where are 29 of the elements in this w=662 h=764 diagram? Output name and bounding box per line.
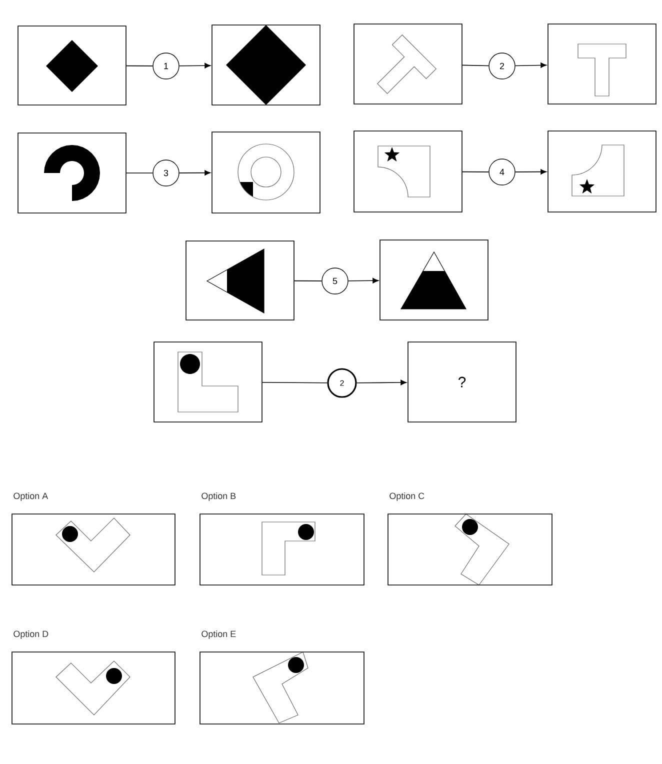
arrow [348,278,379,284]
option-label: Option B [202,492,236,501]
connector-line [262,382,328,384]
figure-panel: ? [408,342,516,422]
figure-panel [212,24,320,106]
connector-line [126,172,154,174]
figure-panel [18,26,126,106]
figure-panel [548,130,656,212]
option-label: Option A [14,492,48,501]
figure-panel [548,24,656,104]
option-label: Option E [202,630,236,639]
arrow [178,62,211,68]
connector-line [126,65,154,66]
arrow [356,380,407,386]
figure-panel [154,342,262,422]
connector-line [462,64,490,66]
figure-panel [354,130,462,212]
connector-line [294,280,322,282]
figure-panel [18,132,126,214]
arrow [514,62,547,68]
figure-panel [186,240,294,320]
figure-panel [354,24,462,104]
connector-line [462,171,490,172]
option-label: Option D [14,630,48,639]
option-label: Option C [390,492,424,501]
figure-panel [212,132,320,214]
arrow [178,170,211,176]
figure-panel [380,240,488,320]
arrow [514,169,547,174]
